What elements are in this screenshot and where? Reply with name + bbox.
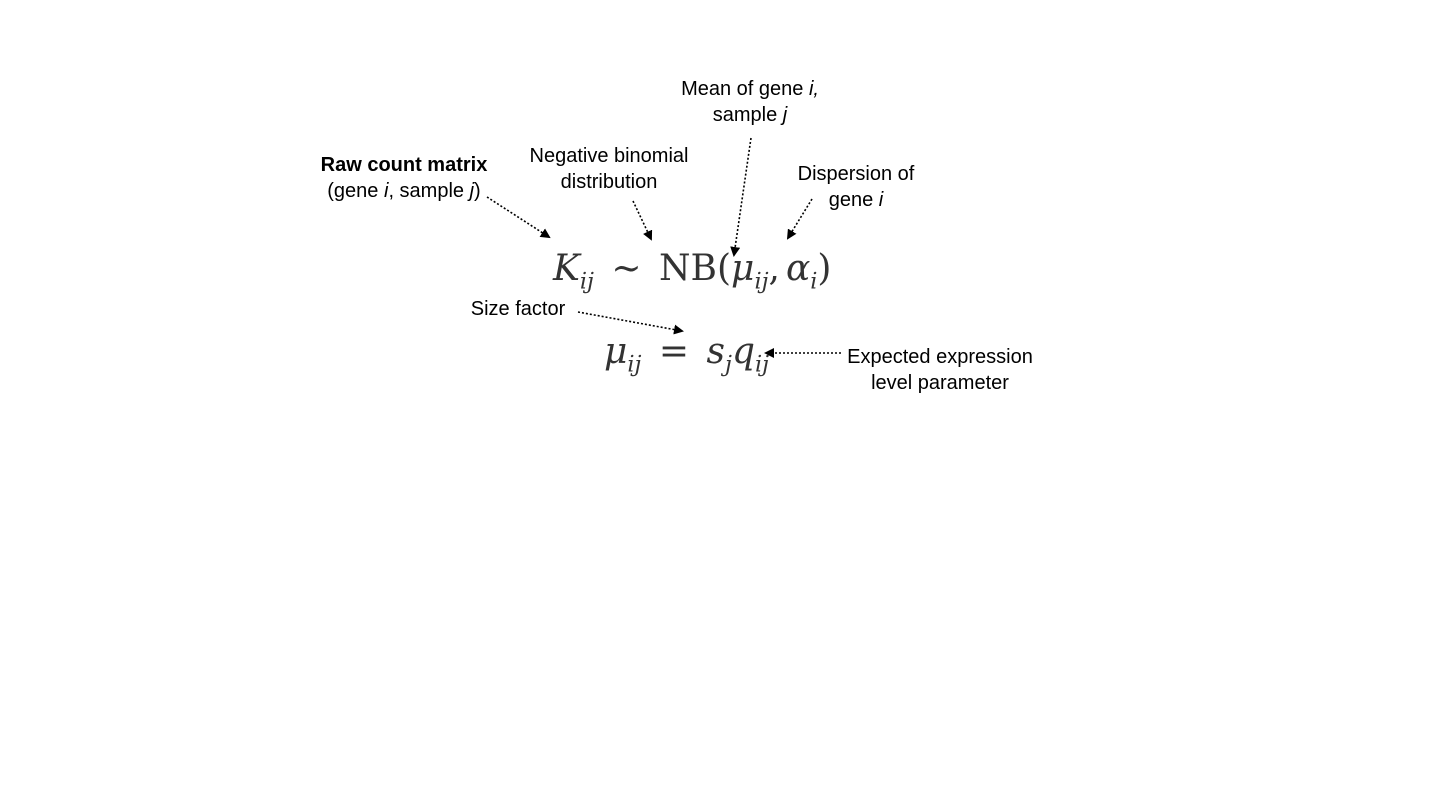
eq2-equals: =: [658, 331, 690, 372]
arrow-mean: [730, 137, 752, 257]
arrow-raw-count: [486, 196, 551, 239]
label-mean-of-gene: Mean of gene i, sample j: [660, 76, 840, 128]
eq1-close-paren: ): [817, 248, 832, 289]
eq1-alpha-subscript: i: [810, 268, 818, 295]
eq2-s-subscript: j: [725, 351, 732, 378]
eq1-mu: μ: [731, 248, 755, 289]
arrow-size-factor: [577, 311, 684, 335]
equation-mean-decomposition: μij = sjqij: [604, 331, 769, 376]
eq2-mu-subscript: ij: [627, 351, 642, 378]
eq1-alpha: α: [785, 248, 811, 289]
mean-line1: Mean of gene i,: [681, 78, 819, 100]
eq2-q: q: [731, 331, 755, 372]
label-expected-expression: Expected expression level parameter: [840, 344, 1040, 396]
label-negative-binomial: Negative binomial distribution: [519, 143, 699, 195]
eq2-mu: μ: [604, 331, 628, 372]
arrow-nb-dist: [632, 200, 653, 241]
dispersion-line2: gene i: [828, 189, 884, 211]
eq1-NB: NB(: [659, 248, 732, 289]
mean-line2: sample j: [712, 104, 788, 126]
label-dispersion: Dispersion of gene i: [776, 161, 936, 213]
raw-count-title: Raw count matrix: [320, 154, 488, 176]
equation-negative-binomial: Kij ~ NB(μij,αi): [553, 248, 832, 293]
expected-line1: Expected expression: [847, 346, 1033, 368]
eq2-q-subscript: ij: [755, 351, 770, 378]
eq1-mu-subscript: ij: [754, 268, 769, 295]
eq2-s: s: [706, 331, 726, 372]
expected-line2: level parameter: [871, 372, 1009, 394]
raw-count-subtitle: (gene i, sample j): [327, 180, 481, 202]
nb-line1: Negative binomial: [529, 145, 689, 167]
size-factor-text: Size factor: [470, 298, 566, 320]
eq1-comma: ,: [768, 248, 780, 289]
label-size-factor: Size factor: [458, 296, 578, 322]
label-raw-count-matrix: Raw count matrix (gene i, sample j): [314, 152, 494, 204]
eq1-tilde: ~: [611, 248, 642, 289]
dispersion-line1: Dispersion of: [797, 163, 915, 185]
eq1-K: K: [553, 248, 580, 289]
eq1-K-subscript: ij: [579, 268, 594, 295]
nb-line2: distribution: [560, 171, 658, 193]
